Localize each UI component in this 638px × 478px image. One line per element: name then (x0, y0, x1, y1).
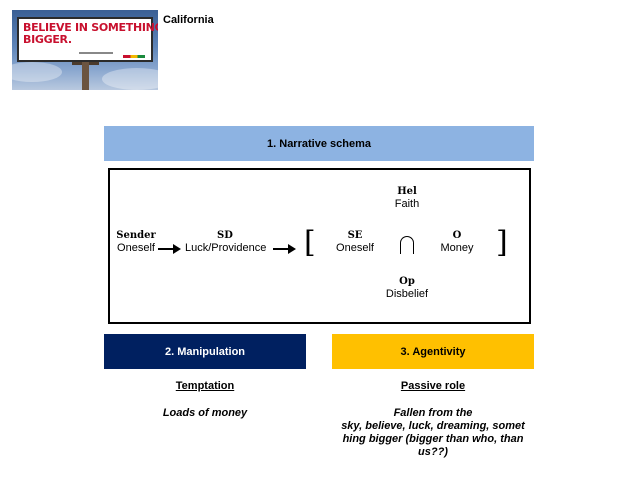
billboard-pole (82, 62, 89, 90)
billboard-text-line2: BIGGER. (23, 33, 72, 46)
agentivity-header: 3. Agentivity (332, 334, 534, 369)
narrative-schema-header: 1. Narrative schema (104, 126, 534, 161)
opponent-role: Op (399, 276, 415, 287)
agentivity-text-line: Fallen from the (393, 407, 473, 419)
billboard-image: BELIEVE IN SOMETHING BIGGER. (12, 10, 158, 90)
helper-value: Faith (394, 198, 420, 210)
manipulation-heading: Temptation (175, 380, 235, 392)
sd-role: SD (217, 230, 233, 241)
manipulation-header: 2. Manipulation (104, 334, 306, 369)
agentivity-text-line: hing bigger (bigger than who, than (342, 433, 524, 445)
se-role: SE (347, 230, 363, 241)
object-value: Money (440, 242, 474, 254)
sender-arrow (158, 244, 181, 254)
bracket-close: ] (496, 225, 508, 260)
sd-value: Luck/Providence (185, 242, 267, 254)
narrative-schema-diagram: Sender Oneself SD Luck/Providence [ SE O… (108, 168, 531, 324)
se-value: Oneself (336, 242, 374, 254)
agentivity-text: Fallen from the sky, believe, luck, drea… (322, 407, 544, 459)
manipulation-text: Loads of money (162, 407, 248, 419)
agentivity-text-line: sky, believe, luck, dreaming, somet (341, 420, 525, 432)
helper-role: Hel (397, 186, 417, 197)
sender-role: Sender (116, 230, 156, 241)
opponent-value: Disbelief (385, 288, 429, 300)
billboard-panel: BELIEVE IN SOMETHING BIGGER. (17, 17, 158, 62)
billboard-fine-print (79, 52, 113, 54)
billboard-text-line1: BELIEVE IN SOMETHING (23, 21, 158, 34)
object-role: O (452, 230, 462, 241)
bracket-open: [ (304, 225, 316, 260)
agentivity-heading: Passive role (400, 380, 466, 392)
agentivity-text-line: us??) (418, 446, 448, 458)
image-caption: California (163, 14, 214, 26)
sd-arrow (273, 244, 296, 254)
sender-value: Oneself (117, 242, 155, 254)
conjunction-symbol (400, 236, 414, 254)
lottery-logo-icon (123, 55, 145, 58)
